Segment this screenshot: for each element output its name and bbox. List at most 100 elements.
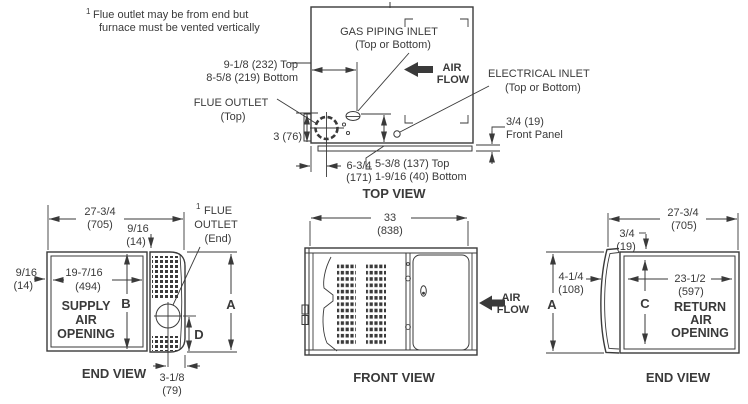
return-opening-label-1: RETURN (674, 300, 726, 314)
dim-opening-width-mm: (494) (75, 281, 101, 293)
supply-opening-label-3: OPENING (57, 327, 115, 341)
return-opening-inner (623, 255, 736, 350)
dim-overall-width-mm: (705) (671, 220, 697, 232)
corner-bracket (404, 115, 413, 124)
louver-grid-top (152, 256, 180, 300)
access-door (412, 254, 470, 351)
panel-contour (322, 256, 338, 352)
hinge-detail (301, 304, 309, 315)
screw (406, 262, 410, 266)
cabinet-front-curve (600, 247, 620, 354)
cabinet-front-curve-inner (604, 252, 620, 350)
door-handle (420, 285, 427, 297)
flue-outlet-leader (276, 98, 318, 125)
dim-leader (365, 145, 385, 170)
label-gas-inlet: GAS PIPING INLET (340, 26, 438, 38)
dim-side-gap-mm: (14) (13, 280, 33, 292)
air-flow-label-2: FLOW (437, 74, 470, 86)
dim-top-gap-mm: (14) (126, 236, 146, 248)
right-end-view: 27-3/4 (705) 3/4 (19) 4-1/4 (108) A C 23… (546, 207, 740, 385)
label-gas-inlet-location: (Top or Bottom) (355, 39, 431, 51)
gas-inlet-hole (345, 111, 361, 121)
louver-slots-left (337, 263, 356, 345)
dim-front-depth-mm: (108) (558, 284, 584, 296)
return-opening-outer (619, 251, 740, 354)
detail-mark (341, 122, 347, 127)
dim-overall-width: 27-3/4 (84, 206, 115, 218)
dim-front-panel-mm: (19) (616, 241, 636, 253)
flue-end-leader (172, 246, 201, 306)
label-electrical-inlet: ELECTRICAL INLET (488, 68, 590, 80)
dim-electrical-bottom: 1-9/16 (40) Bottom (375, 171, 467, 183)
right-end-view-caption: END VIEW (646, 370, 711, 385)
dim-flue-offset: 6-3/4 (346, 160, 371, 172)
dim-overall-width: 27-3/4 (667, 207, 698, 219)
flue-end-label-2: OUTLET (194, 219, 238, 231)
corner-bracket (404, 18, 413, 27)
supply-opening-label-1: SUPPLY (62, 299, 112, 313)
label-flue-outlet-location: (Top) (220, 111, 245, 123)
dim-electrical-top: 5-3/8 (137) Top (375, 158, 449, 170)
label-front-panel-dim: 3/4 (19) (506, 116, 544, 128)
dim-top-gap: 9/16 (127, 223, 148, 235)
letter-a: A (547, 297, 557, 312)
dim-gas-offset-top: 9-1/8 (232) Top (224, 59, 298, 71)
air-flow-arrow-icon (404, 62, 433, 77)
screw (405, 324, 411, 330)
dim-flue-from-bottom: 3 (76) (273, 131, 302, 143)
supply-opening-outer (46, 251, 148, 352)
top-view-caption: TOP VIEW (362, 186, 426, 201)
louver-grid-bottom (152, 336, 180, 351)
return-opening-label-2: AIR (690, 313, 712, 327)
top-view: 9-1/8 (232) Top 8-5/8 (219) Bottom 3 (76… (194, 2, 590, 201)
footnote: 1 Flue outlet may be from end but furnac… (86, 7, 260, 34)
dim-gas-offset-bottom: 8-5/8 (219) Bottom (206, 72, 298, 84)
dim-overall-width-mm: (705) (87, 219, 113, 231)
electrical-inlet-leader (399, 85, 490, 133)
label-flue-outlet: FLUE OUTLET (194, 97, 269, 109)
footnote-marker: 1 (86, 7, 91, 16)
return-opening-label-3: OPENING (671, 326, 729, 340)
footnote-line-2: furnace must be vented vertically (99, 22, 260, 34)
label-electrical-inlet-location: (Top or Bottom) (505, 82, 581, 94)
footnote-line-1: Flue outlet may be from end but (93, 9, 248, 21)
dim-opening-width: 19-7/16 (65, 267, 102, 279)
label-front-panel: Front Panel (506, 129, 563, 141)
air-flow-label-1: AIR (443, 62, 462, 74)
air-flow-label-1: AIR (502, 292, 521, 304)
letter-b: B (121, 296, 130, 311)
left-end-view-caption: END VIEW (82, 366, 147, 381)
hinge-detail (301, 315, 309, 325)
cabinet-end-inner-edge (179, 253, 183, 351)
cabinet-outline-top (310, 6, 474, 144)
supply-opening-inner (50, 255, 144, 348)
letter-c: C (640, 296, 650, 311)
dim-flue-from-edge: 3-1/8 (159, 372, 184, 384)
electrical-inlet-hole (393, 130, 401, 138)
letter-d: D (194, 327, 203, 342)
front-view: 33 (838) AIR FLOW FRONT VIEW (301, 212, 530, 385)
letter-a: A (226, 297, 236, 312)
left-end-view: 27-3/4 (705) 9/16 (14) 9/16 (14) 19-7/16… (13, 202, 238, 397)
dim-leader (491, 126, 505, 131)
supply-opening-label-2: AIR (75, 313, 97, 327)
dim-flue-offset-mm: (171) (346, 172, 372, 184)
screw (405, 275, 411, 282)
air-flow-arrow-icon (479, 295, 505, 311)
gas-inlet-leader (357, 52, 410, 112)
air-flow-label-2: FLOW (497, 304, 530, 316)
dim-front-width: 33 (384, 212, 396, 224)
cabinet-front-outline (304, 247, 478, 356)
front-view-caption: FRONT VIEW (353, 370, 435, 385)
front-panel-strip (317, 145, 473, 152)
dim-side-gap: 9/16 (16, 267, 37, 279)
detail-mark (345, 130, 351, 136)
dim-flue-from-edge-mm: (79) (162, 385, 182, 397)
louver-slots-right (366, 263, 386, 345)
corner-bracket (460, 18, 469, 27)
corner-bracket (460, 115, 469, 124)
dim-front-width-mm: (838) (377, 225, 403, 237)
dim-front-depth: 4-1/4 (558, 271, 583, 283)
dim-return-width: 23-1/2 (674, 273, 705, 285)
